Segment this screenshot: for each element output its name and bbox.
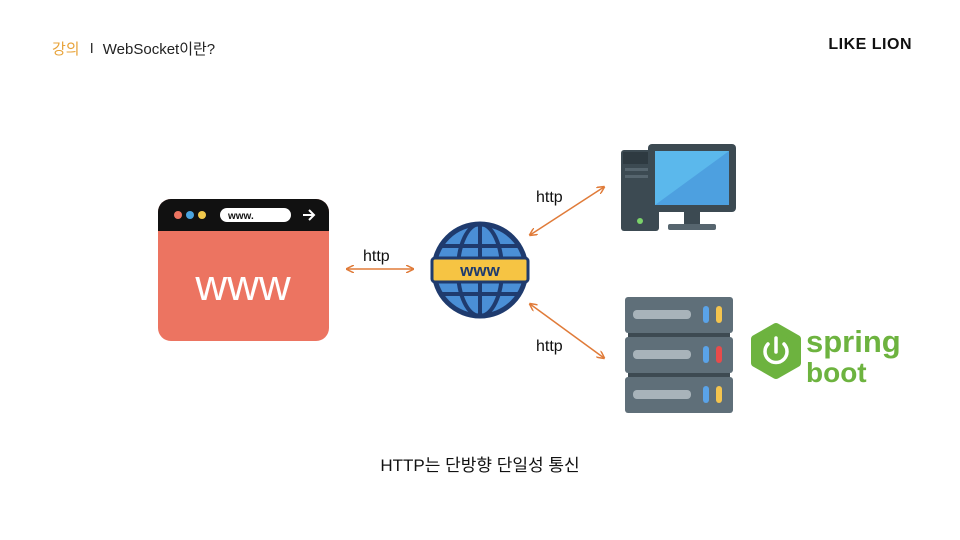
http-label-globe-computer: http [536,189,563,206]
diagram-caption: HTTP는 단방향 단일성 통신 [380,456,580,475]
arrow-globe-computer [530,187,604,235]
browser-window-icon: www. www [158,199,329,341]
header-separator: I [89,40,94,57]
forward-arrow-icon [303,209,316,221]
lecture-category: 강의 [52,41,80,58]
desktop-computer-icon [621,144,736,231]
brand-logo: LIKE LION [828,36,912,53]
http-label-globe-server: http [536,338,563,355]
power-icon [763,342,789,365]
boot-logo-text: boot [806,357,867,388]
http-label-browser-globe: http [363,248,390,265]
browser-www-text: www [194,261,291,310]
page-title: WebSocket이란? [102,41,216,58]
globe-www-icon: www [430,221,530,319]
header: 강의 I WebSocket이란? [52,38,215,59]
browser-address-text: www. [227,211,254,222]
server-rack-icon [625,297,733,413]
globe-www-text: www [459,261,500,280]
spring-boot-logo: spring boot [751,323,901,388]
arrow-globe-server [530,304,604,358]
spring-logo-text: spring [806,324,901,359]
